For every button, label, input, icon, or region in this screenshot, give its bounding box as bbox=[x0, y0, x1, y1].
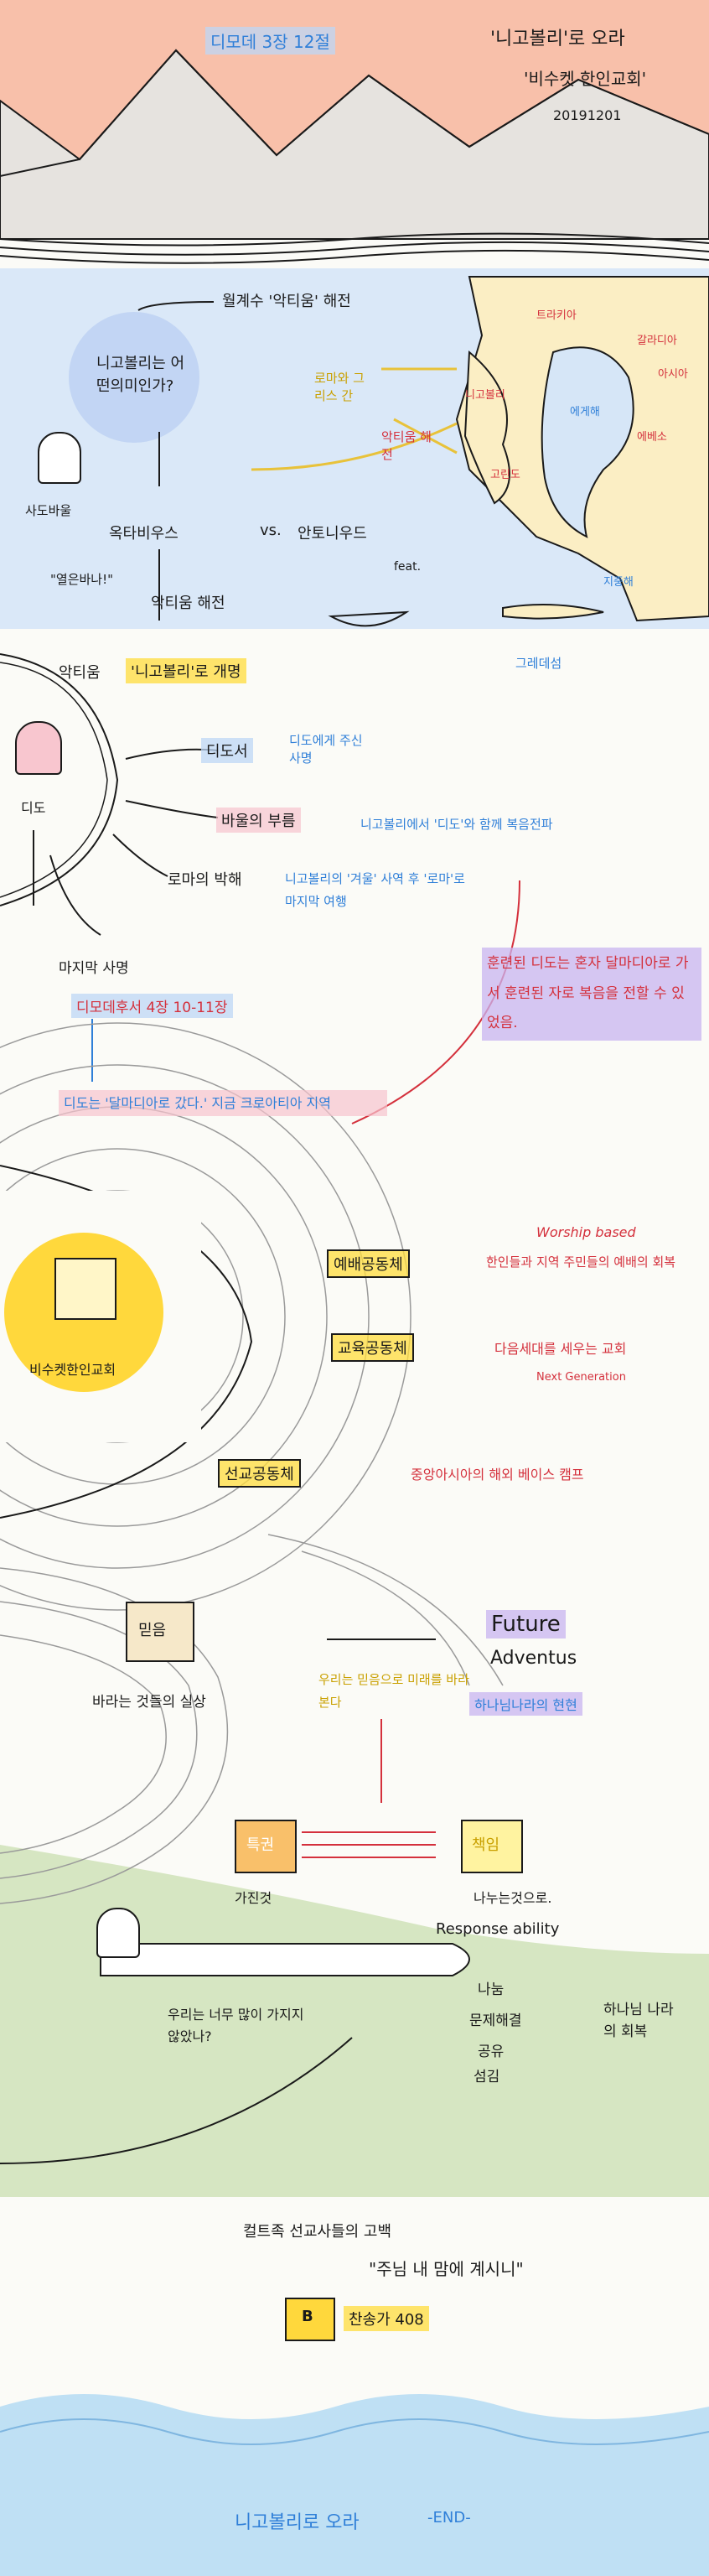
last-mission: 마지막 사명 bbox=[59, 960, 129, 977]
octavius: 옥타비우스 bbox=[109, 525, 179, 543]
branch-2: 바울의 부름 bbox=[216, 808, 301, 833]
vs: vs. bbox=[260, 522, 282, 539]
faith-caption: 바라는 것들의 실상 bbox=[92, 1694, 206, 1711]
church-item-2: 교육공동체 bbox=[331, 1333, 414, 1362]
privilege-caption: 가진것 bbox=[235, 1890, 272, 1906]
quote: "주님 내 맘에 계시니" bbox=[369, 2259, 524, 2279]
responsibility-box-label: 책임 bbox=[472, 1836, 500, 1854]
place-asia: 아시아 bbox=[658, 368, 688, 381]
verse: 디모데후서 4장 10-11장 bbox=[71, 994, 233, 1018]
feat: feat. bbox=[394, 560, 422, 574]
responsibility-box bbox=[461, 1820, 523, 1873]
person-label: 사도바울 bbox=[25, 503, 72, 518]
victory-note: 월계수 '악티움' 해전 bbox=[222, 293, 351, 310]
end-mark: -END- bbox=[427, 2509, 471, 2527]
aktium-battle: 악티움 해전 bbox=[151, 595, 225, 612]
church-item-1-note: 한인들과 지역 주민들의 예배의 회복 bbox=[486, 1254, 676, 1270]
question: 니고볼리는 어떤의미인가? bbox=[96, 355, 185, 395]
branch-3: 로마의 박해 bbox=[168, 871, 242, 889]
faith-box bbox=[126, 1602, 194, 1662]
hymn-book-letter: B bbox=[302, 2308, 313, 2325]
faith-box-label: 믿음 bbox=[138, 1622, 167, 1639]
went-note: 디도는 '달마디아로 갔다.' 지금 크로아티아 지역 bbox=[59, 1090, 387, 1117]
place-nicopolis: 니고볼리 bbox=[465, 389, 505, 402]
privilege-box bbox=[235, 1820, 297, 1873]
date: 20191201 bbox=[553, 107, 622, 123]
titus-label: 디도 bbox=[21, 800, 46, 816]
church-label: 비수켓한인교회 bbox=[29, 1362, 116, 1378]
church-item-1: 예배공동체 bbox=[327, 1249, 410, 1278]
church-icon bbox=[54, 1258, 116, 1320]
branch-3-note: 니고볼리의 '겨울' 사역 후 '로마'로 마지막 여행 bbox=[285, 871, 465, 909]
thinker-avatar bbox=[96, 1908, 140, 1958]
date-label: 디모데 3장 12절 bbox=[205, 27, 335, 55]
hope-text: 우리는 믿음으로 미래를 바라본다 bbox=[318, 1672, 469, 1710]
yeol-label: "열은바나!" bbox=[50, 572, 114, 587]
question-text: 우리는 너무 많이 가지지 않았나? bbox=[168, 2007, 304, 2044]
end-text: 니고볼리로 오라 bbox=[235, 2512, 360, 2533]
renamed-prefix: 악티움 bbox=[59, 664, 101, 682]
kingdom: 하나님나라의 현현 bbox=[469, 1692, 582, 1716]
rome-note: 로마와 그리스 간 bbox=[314, 371, 365, 403]
church-item-2-en: Next Generation bbox=[536, 1371, 626, 1384]
place-medsea: 지중해 bbox=[603, 576, 634, 589]
branch-1-note: 디도에게 주신 사명 bbox=[289, 733, 363, 766]
kingdom-recovery: 하나님 나라의 회복 bbox=[603, 2002, 674, 2040]
titus-avatar bbox=[15, 721, 62, 775]
privilege-box-label: 특권 bbox=[246, 1836, 275, 1854]
page-title: '니고볼리'로 오라 bbox=[490, 29, 625, 49]
renamed: '니고볼리'로 개명 bbox=[126, 658, 246, 683]
future-title: Future bbox=[486, 1610, 566, 1639]
aktium-label: 악티움 해전 bbox=[381, 429, 432, 462]
share-4: 섬김 bbox=[474, 2069, 500, 2085]
place-macedonia: 트라키아 bbox=[536, 309, 577, 322]
church-item-2-note: 다음세대를 세우는 교회 bbox=[494, 1341, 627, 1357]
branch-1: 디도서 bbox=[201, 738, 253, 763]
church-item-1-en: Worship based bbox=[536, 1224, 636, 1240]
responsibility-caption: 나누는것으로. bbox=[474, 1890, 552, 1906]
place-aegean: 에게해 bbox=[570, 406, 600, 418]
branch-2-note: 니고볼리에서 '디도'와 함께 복음전파 bbox=[360, 817, 553, 832]
place-thrace: 갈라디아 bbox=[637, 335, 677, 347]
adventus: Adventus bbox=[490, 1648, 577, 1669]
response-ability: Response ability bbox=[436, 1920, 560, 1938]
hymn: 찬송가 408 bbox=[344, 2306, 429, 2331]
confession: 컬트족 선교사들의 고백 bbox=[243, 2223, 392, 2241]
trained-note: 훈련된 디도는 혼자 달마디아로 가서 훈련된 자로 복음을 전할 수 있었음. bbox=[482, 948, 701, 1041]
place-corinth: 고린도 bbox=[490, 469, 520, 481]
share-1: 나눔 bbox=[478, 1981, 505, 1998]
place-ephesus: 에베소 bbox=[637, 431, 667, 444]
person-icon bbox=[38, 432, 81, 484]
church-item-3-note: 중앙아시아의 해외 베이스 캠프 bbox=[411, 1467, 584, 1483]
antonius: 안토니우드 bbox=[298, 525, 367, 543]
church-title: '비수켓 한인교회' bbox=[524, 69, 647, 89]
share-2: 문제해결 bbox=[469, 2012, 522, 2029]
share-3: 공유 bbox=[478, 2044, 505, 2060]
church-item-3: 선교공동체 bbox=[218, 1459, 301, 1488]
hymn-book-icon bbox=[285, 2298, 335, 2341]
place-crete: 그레데섬 bbox=[515, 656, 562, 671]
